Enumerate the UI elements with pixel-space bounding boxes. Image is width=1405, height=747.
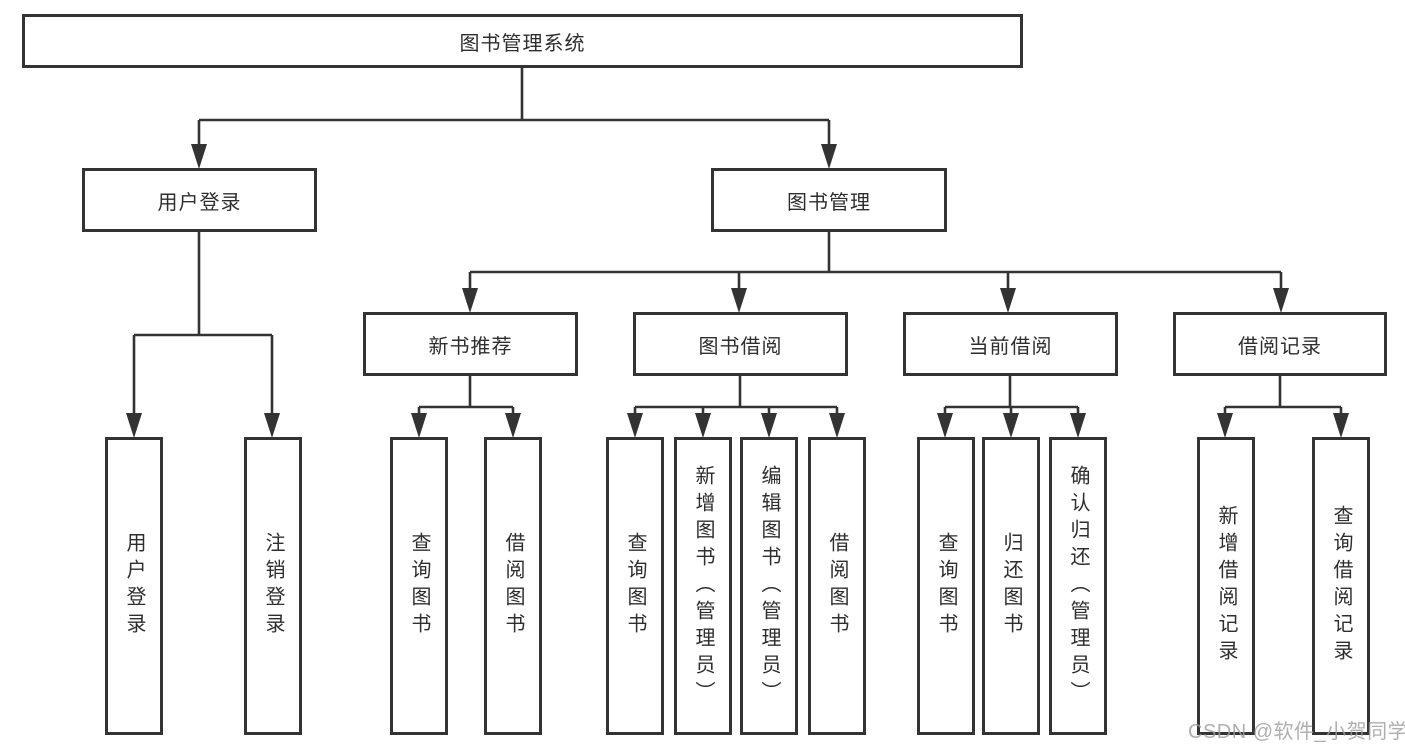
node-book-borrowing: 图书借阅 [633,312,848,376]
node-leaf-cb-confirm-return-admin: 确认归还（管理员） [1049,437,1107,735]
node-leaf-br-query-record: 查询借阅记录 [1312,437,1370,735]
node-current-borrowing: 当前借阅 [903,312,1118,376]
node-new-book-recommend: 新书推荐 [363,312,578,376]
node-leaf-bb-borrow-books: 借阅图书 [808,437,866,735]
node-book-management-branch: 图书管理 [711,168,947,232]
node-leaf-user-login: 用户登录 [105,437,163,735]
csdn-watermark: CSDN @软件_小贺同学 [1188,721,1405,743]
node-leaf-logout: 注销登录 [244,437,302,735]
node-root-library-system: 图书管理系统 [22,14,1023,68]
node-leaf-nb-query-books: 查询图书 [390,437,448,735]
node-leaf-bb-query-books: 查询图书 [606,437,664,735]
node-leaf-bb-edit-books-admin: 编辑图书（管理员） [740,437,798,735]
node-leaf-br-add-record: 新增借阅记录 [1197,437,1255,735]
node-user-login-branch: 用户登录 [82,168,317,232]
node-leaf-nb-borrow-books: 借阅图书 [484,437,542,735]
node-leaf-cb-query-books: 查询图书 [917,437,975,735]
node-leaf-bb-add-books-admin: 新增图书（管理员） [674,437,732,735]
node-borrowing-records: 借阅记录 [1173,312,1387,376]
node-leaf-cb-return-books: 归还图书 [982,437,1040,735]
